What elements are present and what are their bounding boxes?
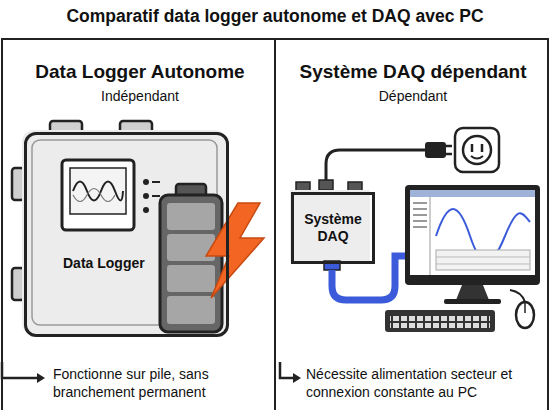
title: Comparatif data logger autonome et DAQ a… bbox=[0, 6, 550, 27]
panel: Data Logger AutonomeIndépendantFonctionn… bbox=[1, 38, 275, 410]
daq-pc-illustration bbox=[290, 128, 540, 332]
daq-box: Système DAQ bbox=[291, 192, 375, 264]
device-label: Système DAQ bbox=[294, 207, 372, 250]
panel-heading: Système DAQ dépendant bbox=[280, 60, 546, 84]
note-text: Nécessite alimentation secteur et connex… bbox=[306, 366, 544, 401]
device-label: Data Logger bbox=[63, 255, 163, 273]
panel-subtitle: Indépendant bbox=[7, 88, 273, 106]
data-logger-case: Data Logger bbox=[24, 132, 229, 337]
panel: Système DAQ dépendantDépendantNécessite … bbox=[275, 38, 549, 410]
panel-subtitle: Dépendant bbox=[280, 88, 546, 106]
note-text: Fonctionne sur pile, sans branchement pe… bbox=[53, 366, 271, 401]
panel-heading: Data Logger Autonome bbox=[7, 60, 273, 84]
